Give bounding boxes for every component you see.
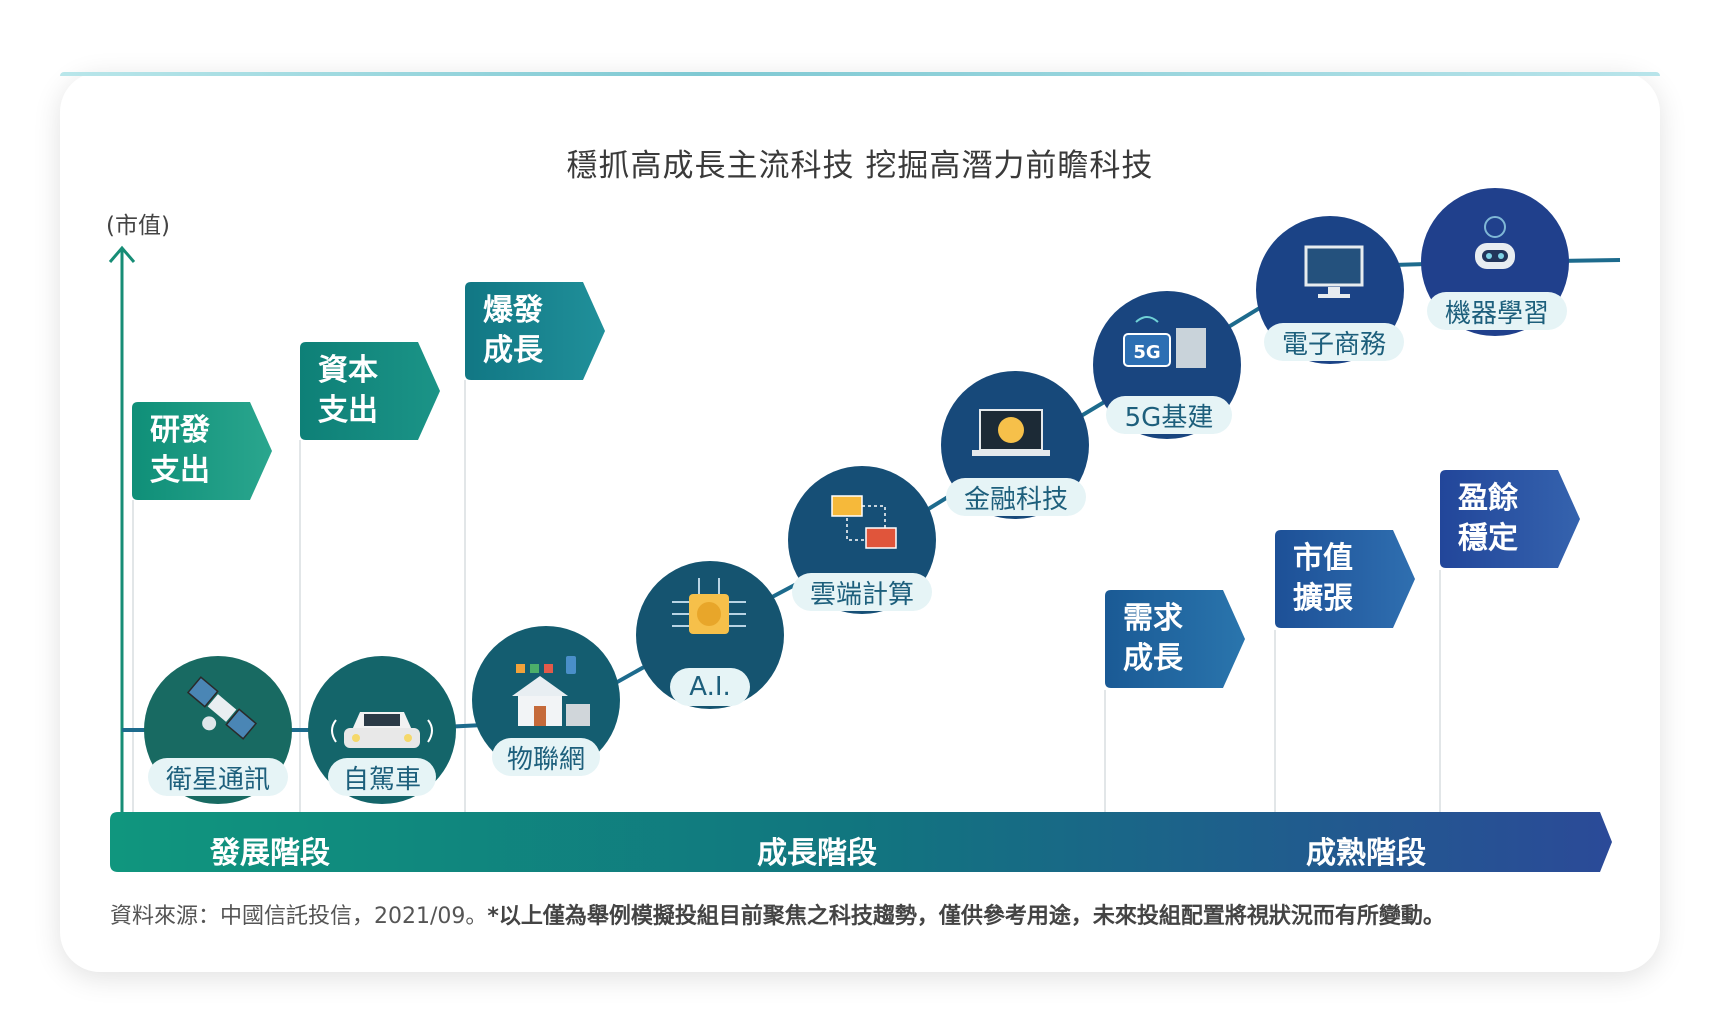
phase-development: 發展階段 <box>210 836 330 871</box>
stage-arrow-rd <box>132 402 272 500</box>
stage-guides <box>132 380 1441 815</box>
stage-label-earnings: 盈餘穩定 <box>1458 481 1518 556</box>
stage-arrow-capex <box>300 342 440 440</box>
5g-server-icon: 5G <box>1123 316 1206 368</box>
laptop-coin-icon <box>972 409 1050 456</box>
tech-label-autonomous-car: 自駕車 <box>328 758 436 796</box>
5g-badge-text: 5G <box>1133 342 1160 363</box>
tech-label-satellite: 衛星通訊 <box>148 758 288 796</box>
tech-label-machine-learning: 機器學習 <box>1427 292 1567 330</box>
stage-label-boom: 爆發成長 <box>483 293 543 368</box>
source-disclaimer: *以上僅為舉例模擬投組目前聚焦之科技趨勢，僅供參考用途，未來投組配置將視狀況而有… <box>487 904 1445 929</box>
stage-arrow-marketcap <box>1275 530 1415 628</box>
chip-icon <box>672 578 746 634</box>
stage-label-demand: 需求成長 <box>1123 601 1183 676</box>
robot-icon <box>1475 216 1515 269</box>
stage-label-marketcap: 市值擴張 <box>1293 541 1353 616</box>
diagram-title: 穩抓高成長主流科技 挖掘高潛力前瞻科技 <box>566 148 1154 184</box>
source-footnote: 資料來源：中國信託投信，2021/09。*以上僅為舉例模擬投組目前聚焦之科技趨勢… <box>110 898 1445 930</box>
satellite-icon <box>186 676 258 740</box>
cloud-network-icon <box>831 495 897 549</box>
stage-label-capex: 資本支出 <box>318 353 378 428</box>
tech-label-ecommerce: 電子商務 <box>1264 323 1404 361</box>
phase-mature: 成熟階段 <box>1306 836 1426 871</box>
stage-label-rd: 研發支出 <box>150 413 210 488</box>
phase-growth: 成長階段 <box>757 836 877 871</box>
card-top-accent <box>60 72 1660 76</box>
y-axis-arrowhead <box>108 245 136 263</box>
tech-label-fintech: 金融科技 <box>946 478 1086 516</box>
car-icon <box>331 712 433 748</box>
stage-arrow-boom <box>465 282 605 380</box>
stage-arrow-demand <box>1105 590 1245 688</box>
phase-bar <box>110 812 1612 872</box>
tech-label-cloud: 雲端計算 <box>792 573 932 611</box>
tech-label-iot: 物聯網 <box>492 738 600 776</box>
stage-arrow-earnings <box>1440 470 1580 568</box>
monitor-data-icon <box>1304 245 1364 298</box>
y-axis-label: (市值) <box>106 213 170 239</box>
smart-home-icon <box>512 656 590 726</box>
tech-label-ai: A.I. <box>670 668 750 706</box>
tech-label-5g: 5G基建 <box>1106 396 1232 434</box>
source-prefix: 資料來源：中國信託投信，2021/09。 <box>110 904 488 929</box>
